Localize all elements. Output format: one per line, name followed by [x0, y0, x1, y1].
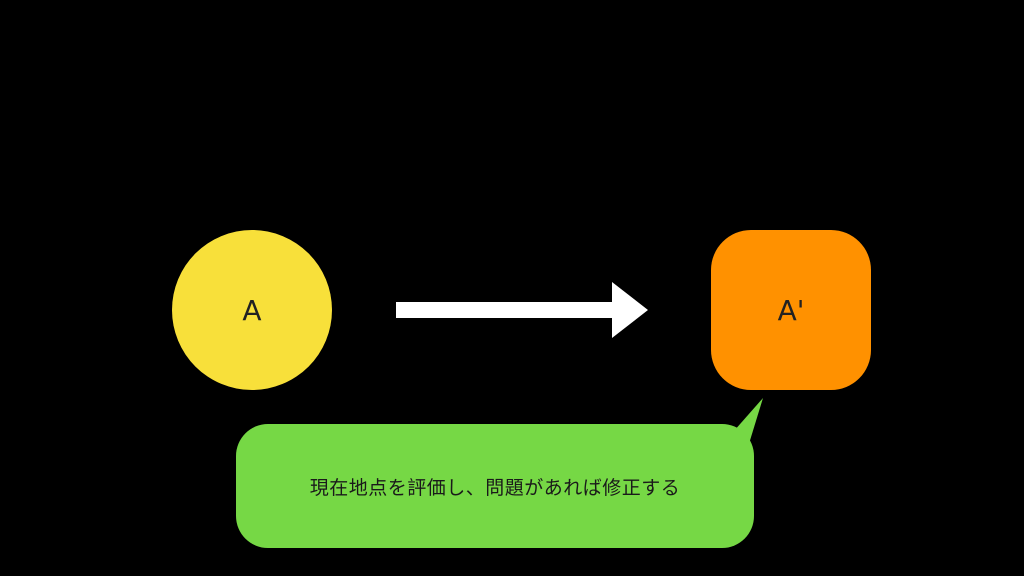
node-a-label: A	[242, 293, 262, 327]
right-arrow-icon	[396, 282, 648, 338]
callout-text: 現在地点を評価し、問題があれば修正する	[309, 476, 681, 499]
callout-bubble: 現在地点を評価し、問題があれば修正する	[236, 424, 754, 548]
node-a-prime: A'	[711, 230, 871, 390]
node-a: A	[172, 230, 332, 390]
arrow-shape	[396, 282, 648, 338]
node-a-prime-label: A'	[777, 293, 805, 327]
